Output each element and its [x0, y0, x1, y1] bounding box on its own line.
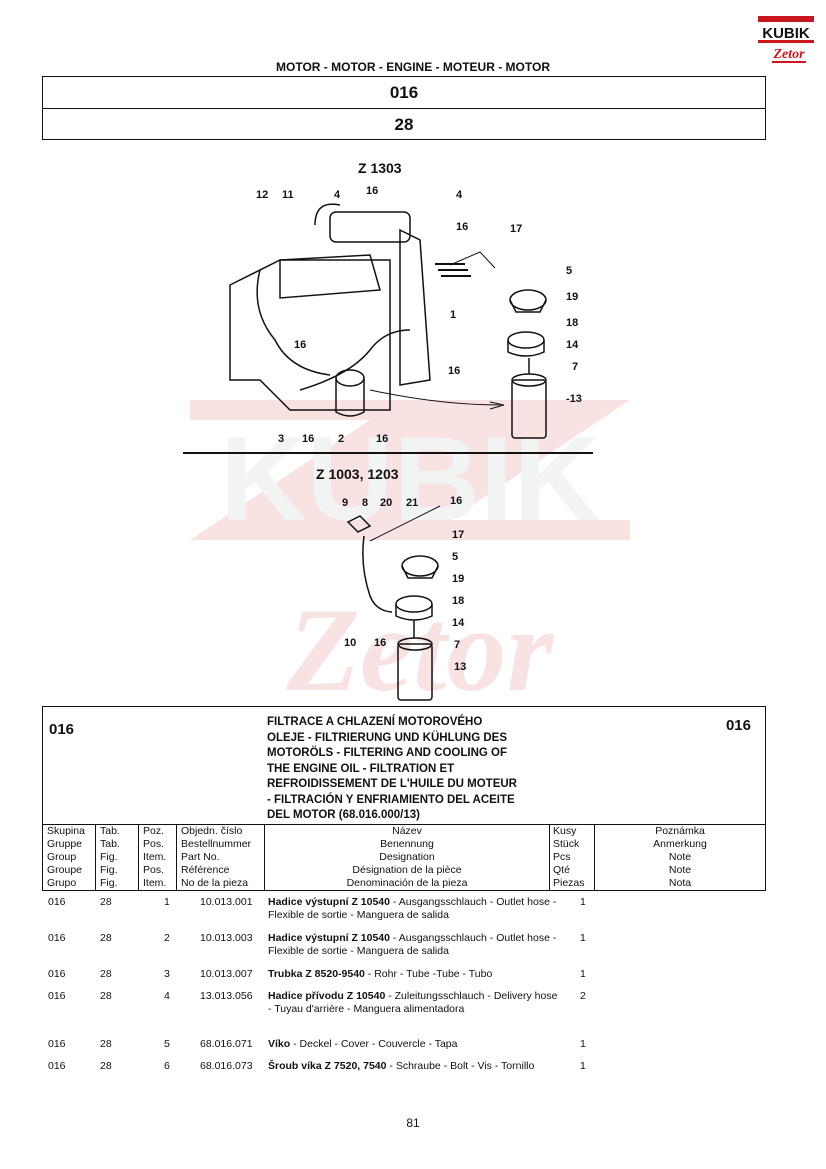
- svg-text:13: 13: [454, 661, 466, 673]
- col-pos: Poz.Pos.Item.Pos.Item.: [139, 825, 177, 890]
- svg-text:5: 5: [566, 265, 572, 277]
- svg-text:16: 16: [294, 339, 306, 351]
- svg-text:8: 8: [362, 497, 368, 509]
- svg-text:4: 4: [456, 189, 463, 201]
- figure-2-title: Z 1003, 1203: [316, 466, 399, 482]
- logo-zetor-text: Zetor: [772, 47, 805, 62]
- svg-text:18: 18: [452, 595, 464, 607]
- svg-text:20: 20: [380, 497, 392, 509]
- svg-text:1: 1: [450, 309, 456, 321]
- page-header: MOTOR - MOTOR - ENGINE - MOTEUR - MOTOR: [276, 60, 550, 74]
- svg-text:16: 16: [302, 433, 314, 445]
- section-group-left: 016: [49, 721, 75, 738]
- figure-1-title: Z 1303: [358, 160, 402, 176]
- svg-text:4: 4: [334, 189, 341, 201]
- svg-text:21: 21: [406, 497, 418, 509]
- svg-text:16: 16: [366, 185, 378, 197]
- svg-text:17: 17: [510, 223, 522, 235]
- svg-text:14: 14: [452, 617, 465, 629]
- group-code: 016: [389, 82, 419, 102]
- svg-text:18: 18: [566, 317, 578, 329]
- svg-text:2: 2: [338, 433, 344, 445]
- svg-text:19: 19: [566, 291, 578, 303]
- group-box: 016 28: [42, 76, 766, 140]
- svg-text:-13: -13: [566, 393, 582, 405]
- svg-text:3: 3: [278, 433, 284, 445]
- svg-text:16: 16: [374, 637, 386, 649]
- logo-kubik-text: KUBIK: [762, 25, 810, 42]
- section-group-right: 016: [725, 717, 751, 734]
- svg-text:19: 19: [452, 573, 464, 585]
- filter-diagram-z1003: 9 8 20 21 16 17 5 19 18 14 10 16 7 13: [342, 495, 466, 701]
- svg-text:5: 5: [452, 551, 458, 563]
- svg-text:16: 16: [450, 495, 462, 507]
- svg-text:16: 16: [448, 365, 460, 377]
- section-title: FILTRACE A CHLAZENÍ MOTOROVÉHO OLEJE - F…: [267, 716, 517, 821]
- svg-text:14: 14: [566, 339, 579, 351]
- page-number: 81: [406, 1116, 420, 1130]
- figure-divider: [183, 452, 593, 454]
- svg-text:12: 12: [256, 189, 268, 201]
- svg-text:11: 11: [282, 189, 294, 201]
- svg-text:16: 16: [376, 433, 388, 445]
- table-code: 28: [43, 108, 765, 140]
- kubik-zetor-logo: KUBIK Zetor: [758, 16, 814, 63]
- svg-text:17: 17: [452, 529, 464, 541]
- svg-text:16: 16: [456, 221, 468, 233]
- svg-text:7: 7: [572, 361, 578, 373]
- svg-text:10: 10: [344, 637, 356, 649]
- col-table: Tab.Tab.Fig.Fig.Fig.: [96, 825, 139, 890]
- section-header: 016 016 FILTRACE A CHLAZENÍ MOTOROVÉHO O…: [42, 706, 766, 825]
- svg-text:9: 9: [342, 497, 348, 509]
- svg-text:7: 7: [454, 639, 460, 651]
